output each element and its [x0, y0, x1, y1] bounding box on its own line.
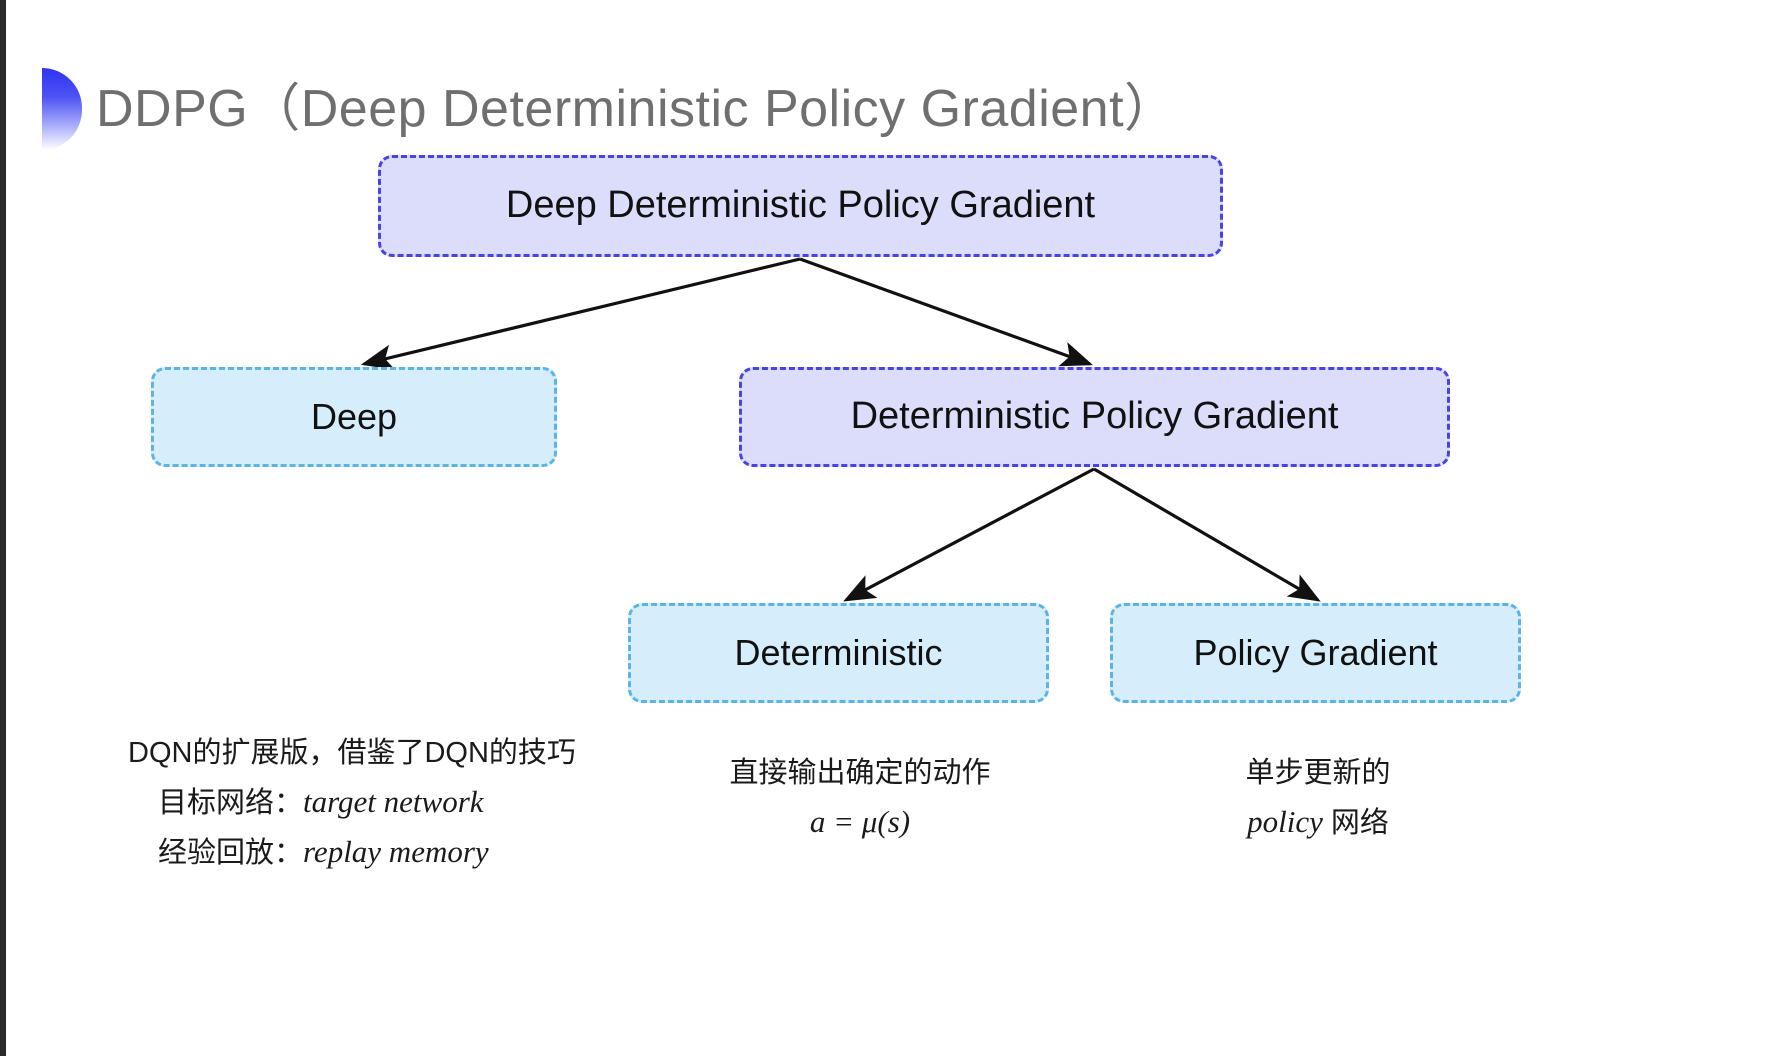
gradient-bullet-icon	[42, 68, 82, 150]
annotation-mid-line1: 直接输出确定的动作	[729, 757, 991, 789]
node-label: Policy Gradient	[1193, 632, 1438, 674]
annotation-left-line3-term: replay memory	[303, 834, 489, 870]
annotation-right-line2-suffix: 网络	[1322, 806, 1389, 839]
edge-root-to-deep	[360, 257, 801, 370]
annotation-left-line3-label: 经验回放：	[158, 837, 304, 870]
annotation-left-line3: 经验回放：replay memory	[128, 827, 598, 877]
annotation-mid-formula: a = μ(s)	[809, 803, 911, 839]
annotation-left-line1: DQN的扩展版，借鉴了DQN的技巧	[128, 737, 576, 769]
annotation-left-line2-label: 目标网络：	[158, 786, 304, 819]
annotation-deep: DQN的扩展版，借鉴了DQN的技巧 目标网络：target network 经验…	[128, 730, 598, 877]
annotation-right-line2-term: policy	[1247, 803, 1323, 839]
annotation-right-line1: 单步更新的	[1245, 757, 1391, 789]
node-deterministic-policy-gradient[interactable]: Deterministic Policy Gradient	[739, 367, 1450, 467]
right-edge-strip	[1774, 0, 1778, 1056]
annotation-right-line2: policy 网络	[1188, 797, 1448, 847]
annotation-deterministic: 直接输出确定的动作 a = μ(s)	[700, 750, 1020, 847]
annotation-left-line2: 目标网络：target network	[128, 777, 598, 827]
edge-root-to-dpg	[799, 257, 1094, 367]
node-deterministic[interactable]: Deterministic	[628, 603, 1049, 703]
node-deep-deterministic-policy-gradient[interactable]: Deep Deterministic Policy Gradient	[378, 155, 1223, 257]
slide-title-row: DDPG（Deep Deterministic Policy Gradient）	[42, 66, 1177, 152]
node-label: Deep Deterministic Policy Gradient	[505, 184, 1096, 227]
node-deep[interactable]: Deep	[151, 367, 557, 467]
node-policy-gradient[interactable]: Policy Gradient	[1110, 603, 1521, 703]
page-title: DDPG（Deep Deterministic Policy Gradient）	[96, 80, 1177, 138]
node-label: Deterministic Policy Gradient	[850, 395, 1339, 438]
edge-dpg-to-deterministic	[843, 467, 1095, 602]
annotation-left-line2-term: target network	[303, 783, 484, 819]
annotation-policy-gradient: 单步更新的 policy 网络	[1188, 750, 1448, 847]
node-label: Deterministic	[734, 632, 943, 674]
edge-dpg-to-policy-gradient	[1093, 467, 1321, 602]
node-label: Deep	[310, 396, 398, 438]
left-edge-strip	[0, 0, 6, 1056]
